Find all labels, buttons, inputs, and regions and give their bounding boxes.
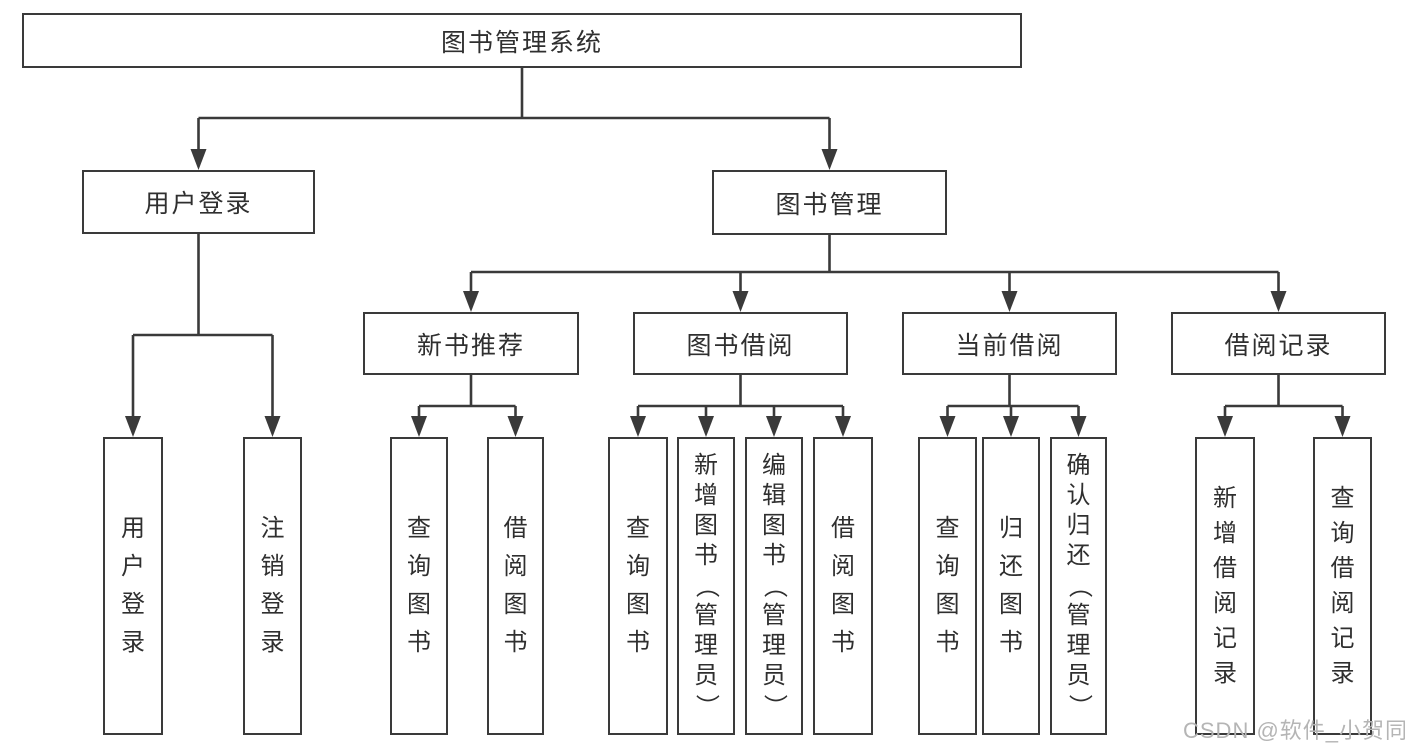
node-current-borrowing: 当前借阅 (902, 312, 1117, 375)
leaf-query-books-recommend: 查询图书 (390, 437, 448, 735)
leaf-query-borrow-record: 查询借阅记录 (1313, 437, 1372, 735)
node-borrowing-records: 借阅记录 (1171, 312, 1386, 375)
node-library-management-system: 图书管理系统 (22, 13, 1022, 68)
leaf-return-books: 归还图书 (982, 437, 1040, 735)
leaf-user-login: 用户登录 (103, 437, 163, 735)
leaf-add-books-admin: 新增图书（管理员） (677, 437, 735, 735)
node-new-book-recommend: 新书推荐 (363, 312, 579, 375)
leaf-add-borrow-record: 新增借阅记录 (1195, 437, 1255, 735)
node-book-borrowing: 图书借阅 (633, 312, 848, 375)
node-user-login-module: 用户登录 (82, 170, 315, 234)
leaf-edit-books-admin: 编辑图书（管理员） (745, 437, 803, 735)
leaf-query-books-current: 查询图书 (918, 437, 977, 735)
csdn-watermark: CSDN @软件_小贺同学 (1183, 718, 1405, 743)
leaf-borrow-books-borrowing: 借阅图书 (813, 437, 873, 735)
leaf-logout: 注销登录 (243, 437, 302, 735)
leaf-confirm-return-admin: 确认归还（管理员） (1050, 437, 1107, 735)
leaf-borrow-books-recommend: 借阅图书 (487, 437, 544, 735)
node-book-management-module: 图书管理 (712, 170, 947, 235)
leaf-query-books-borrowing: 查询图书 (608, 437, 668, 735)
